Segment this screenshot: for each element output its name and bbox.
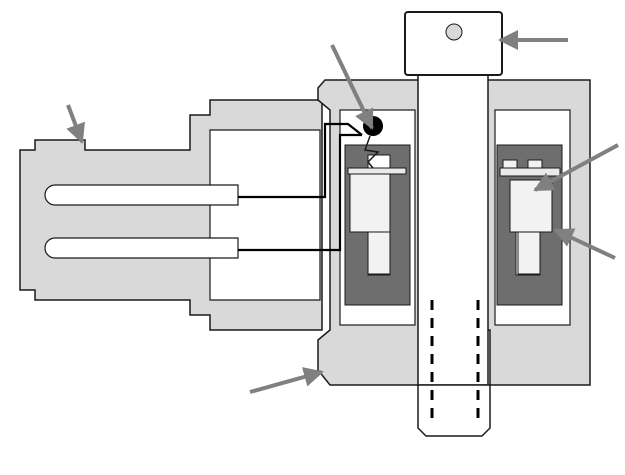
left-plate [347,167,407,175]
connector-cavity [209,129,321,301]
bolt-head [404,11,503,76]
connector-pin-lower [44,237,239,259]
seismic-mass-right [509,179,553,233]
right-plate-tab-2 [527,159,543,169]
callout-arrow-plate [533,143,619,192]
callout-arrow-mass [553,228,616,260]
callout-arrow-weld [330,44,374,130]
seismic-mass-left-base [367,231,391,275]
callout-arrow-connector [66,104,85,144]
bolt-head-hole [445,23,463,41]
signal-wire-upper [238,122,363,199]
right-plate [499,167,561,177]
seismic-mass-left [349,171,391,233]
seismic-mass-right-base [517,231,541,275]
signal-wire-lower [238,133,362,252]
right-plate-tab-1 [502,159,518,169]
lead-wire [363,135,380,169]
connector-pin-upper [44,184,239,206]
threaded-shank [417,384,491,437]
callout-arrow-body [249,367,324,394]
